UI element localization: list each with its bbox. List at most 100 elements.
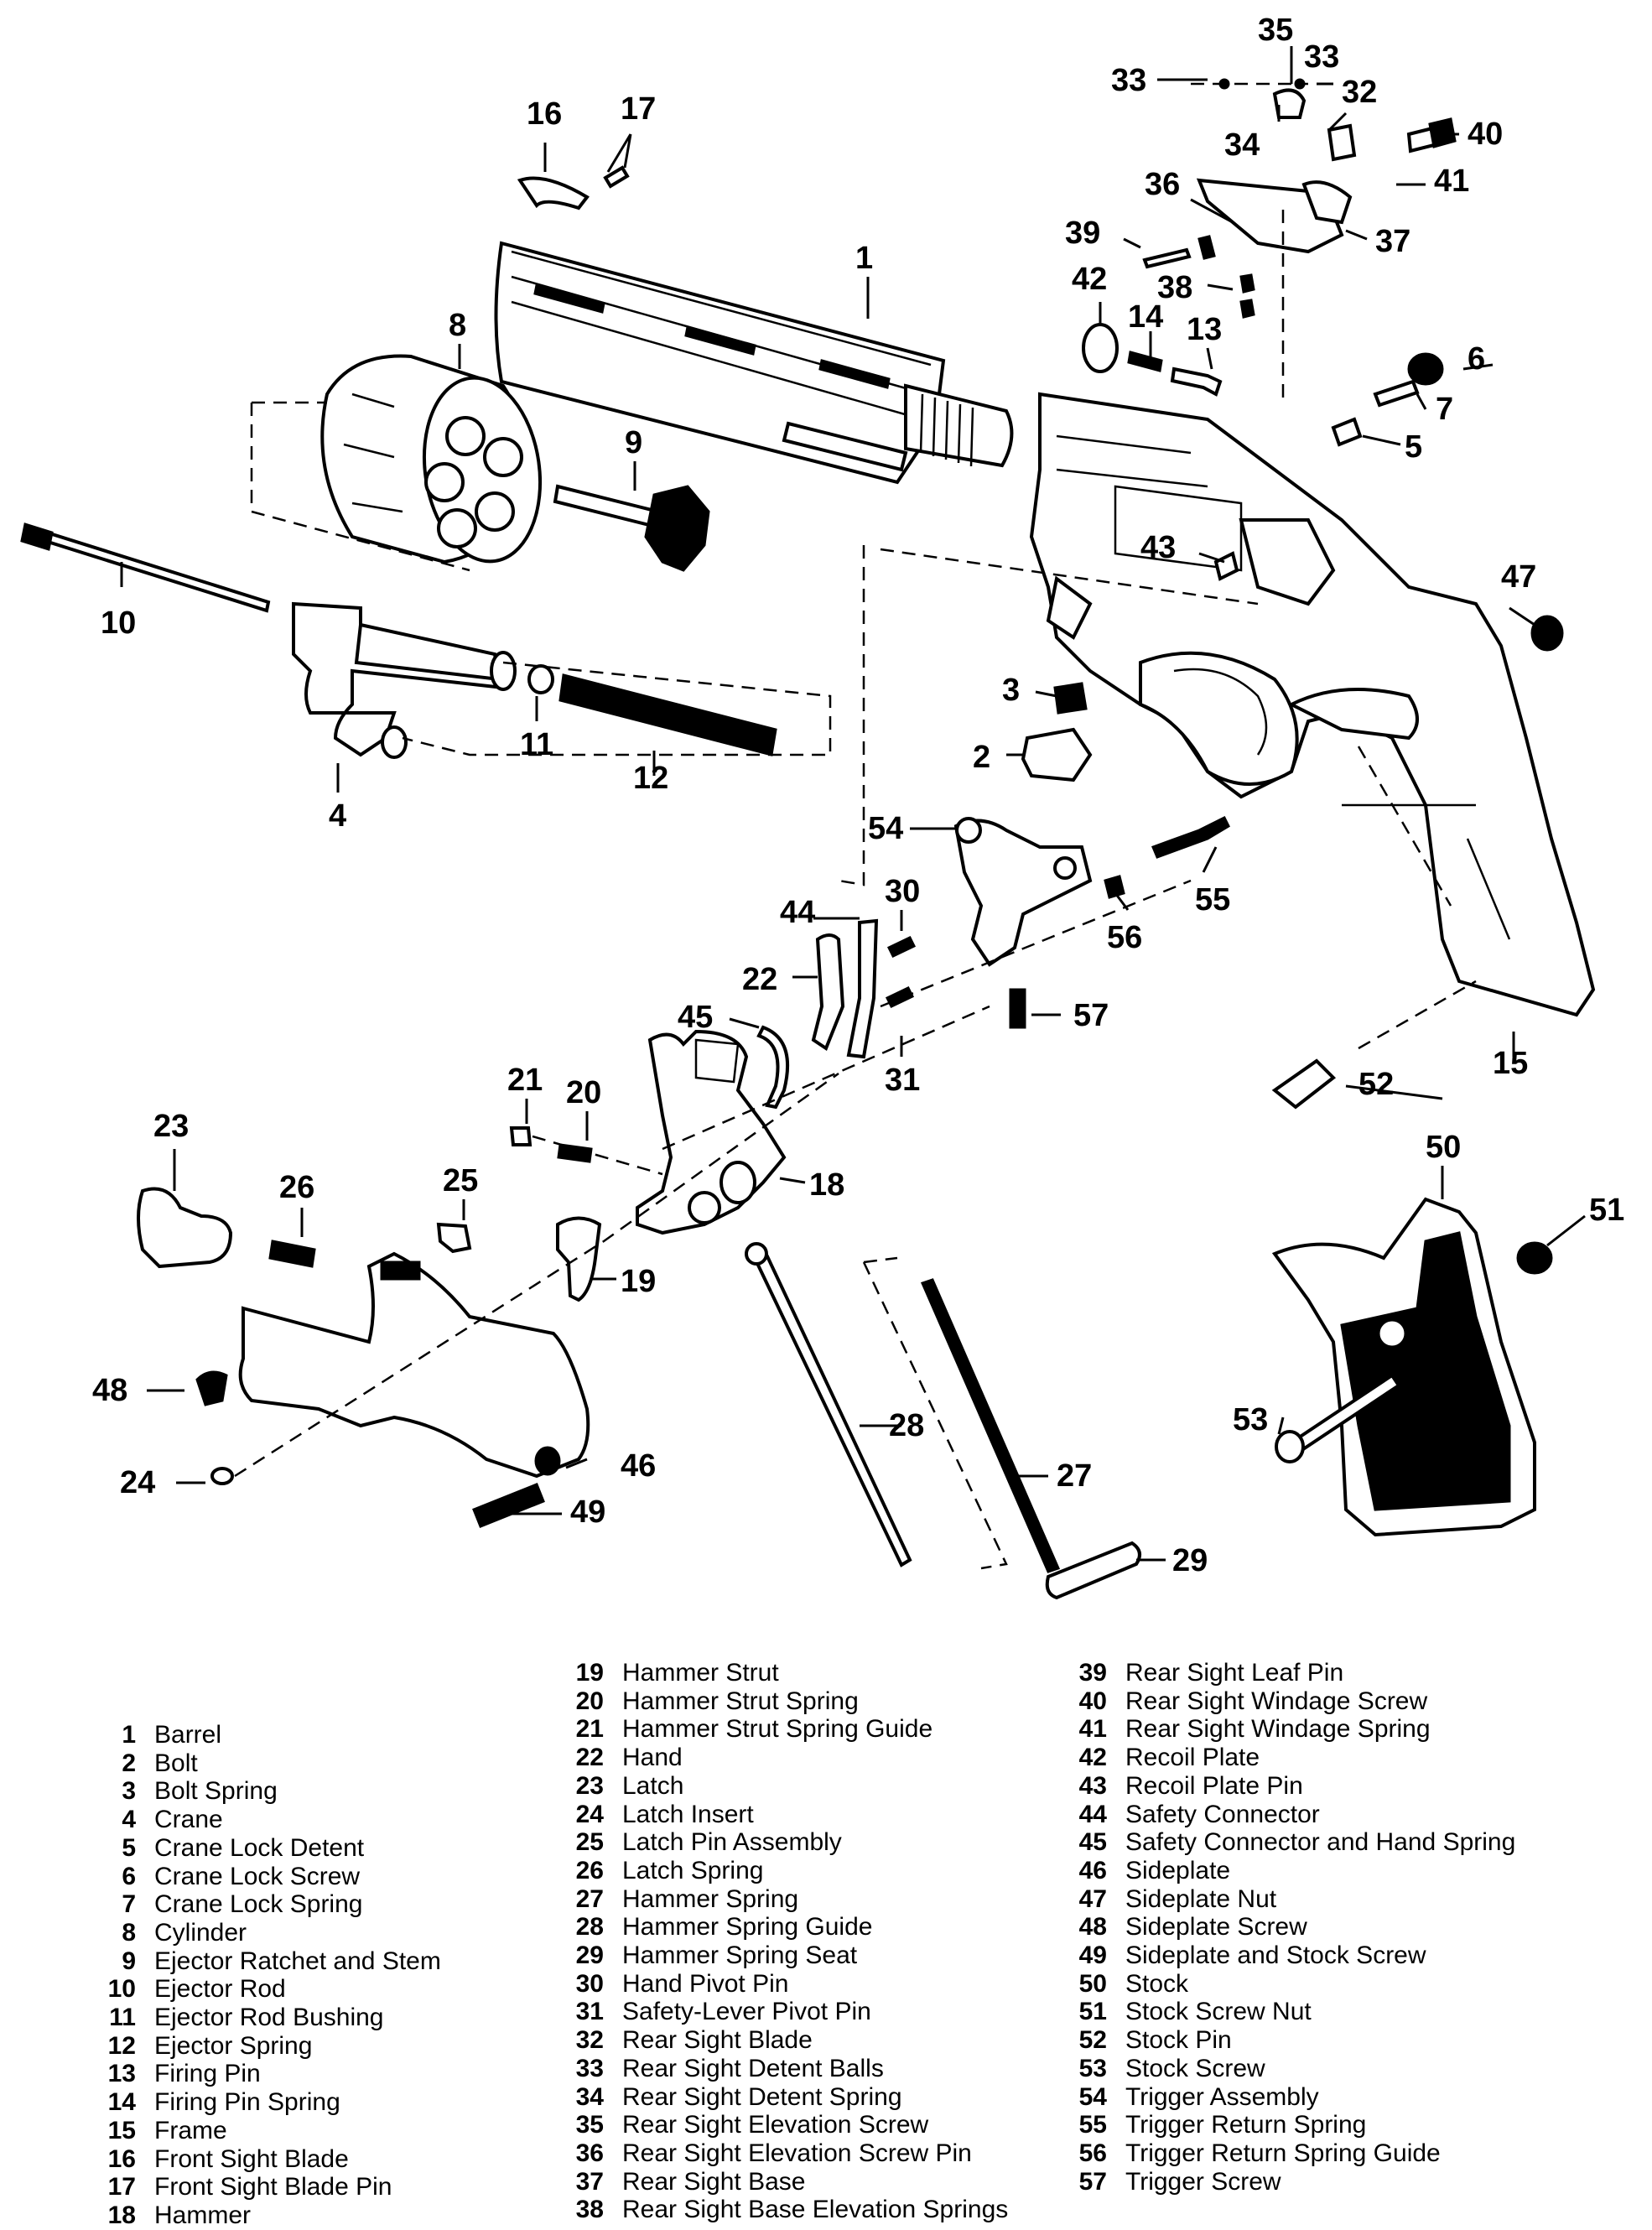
- legend-part-name: Ejector Rod Bushing: [154, 2004, 384, 2032]
- legend-part-number: 29: [575, 1942, 604, 1970]
- legend-part-name: Front Sight Blade Pin: [154, 2173, 392, 2201]
- legend-part-name: Hammer Strut Spring: [622, 1687, 859, 1715]
- callout-30: 30: [885, 874, 920, 909]
- crane-lock-spring: [1373, 379, 1420, 408]
- hammer: [636, 1029, 787, 1235]
- frame-grip-axis: [1357, 746, 1452, 907]
- legend-part-name: Trigger Return Spring: [1125, 2111, 1367, 2139]
- legend-part-number: 16: [107, 2144, 136, 2173]
- legend-item: 8 Cylinder: [92, 1919, 441, 1947]
- legend-part-name: Rear Sight Elevation Screw Pin: [622, 2139, 972, 2167]
- cylinder: [320, 354, 543, 564]
- legend-part-name: Rear Sight Base Elevation Springs: [622, 2196, 1009, 2224]
- firing-pin: [1170, 366, 1223, 397]
- legend-part-number: 4: [122, 1806, 136, 1834]
- legend-part-name: Safety-Lever Pivot Pin: [622, 1998, 871, 2026]
- callout-3: 3: [1002, 673, 1020, 708]
- legend-part-name: Hammer Spring Guide: [622, 1913, 873, 1942]
- callout-4: 4: [329, 798, 346, 834]
- ejector-rod: [20, 522, 271, 613]
- legend-part-name: Bolt Spring: [154, 1777, 278, 1806]
- callout-10: 10: [101, 606, 136, 641]
- legend-part-name: Sideplate: [1125, 1856, 1231, 1884]
- legend-part-name: Rear Sight Windage Screw: [1125, 1687, 1428, 1715]
- pivot-axis-line: [880, 879, 1192, 1008]
- callout-23: 23: [153, 1109, 189, 1144]
- stock: [1271, 1197, 1536, 1537]
- legend-part-name: Rear Sight Windage Spring: [1125, 1715, 1431, 1744]
- crane-assembly-bracket: [402, 661, 832, 756]
- legend-part-number: 5: [122, 1833, 136, 1862]
- sideplate-screw: [195, 1370, 228, 1406]
- legend-part-number: 36: [575, 2139, 604, 2167]
- front-sight-blade-pin: [603, 165, 630, 189]
- legend-part-number: 10: [107, 1975, 136, 2004]
- legend-part-number: 17: [107, 2173, 136, 2201]
- callout-16: 16: [527, 96, 562, 132]
- legend-part-number: 43: [1078, 1771, 1107, 1800]
- hammer-strut-axis: [532, 1135, 663, 1176]
- callout-7: 7: [1436, 392, 1453, 427]
- hammer-spring-seat: [1045, 1541, 1141, 1600]
- legend-part-name: Bolt: [154, 1749, 198, 1777]
- exploded-view-diagram: 1 2 3 4 5 6 7 8 9 10 11 12 13 14 15 16 1…: [20, 13, 1624, 1600]
- callout-54: 54: [868, 811, 903, 846]
- callout-17: 17: [621, 91, 656, 127]
- legend-part-number: 40: [1078, 1687, 1107, 1715]
- bolt: [1021, 727, 1093, 782]
- callout-34: 34: [1224, 127, 1260, 163]
- legend-part-number: 37: [575, 2167, 604, 2196]
- safety-lever-pivot-pin: [885, 986, 915, 1008]
- callout-44: 44: [780, 895, 815, 930]
- legend-part-number: 1: [122, 1721, 136, 1749]
- legend-part-name: Front Sight Blade: [154, 2144, 349, 2173]
- hammer-axis-line: [662, 1005, 990, 1151]
- legend-part-number: 35: [575, 2111, 604, 2139]
- legend-part-number: 24: [575, 1800, 604, 1828]
- sideplate-axis-line: [234, 1072, 839, 1478]
- legend-part-name: Cylinder: [154, 1918, 247, 1947]
- crane-lock-screw: [1407, 352, 1444, 386]
- legend-part-number: 7: [122, 1890, 136, 1919]
- latch-spring: [268, 1240, 316, 1268]
- sideplate: [238, 1251, 590, 1479]
- legend-part-number: 8: [122, 1918, 136, 1947]
- legend-item: 41 Rear Sight Windage Spring: [1063, 1715, 1515, 1744]
- hand: [811, 933, 845, 1052]
- frame-trigger-axis: [880, 548, 1259, 606]
- callout-35: 35: [1258, 13, 1293, 48]
- callout-52: 52: [1358, 1067, 1394, 1102]
- legend-part-name: Crane: [154, 1806, 223, 1834]
- callout-25: 25: [443, 1163, 478, 1198]
- safety-connector-and-hand-spring: [756, 1025, 790, 1110]
- callout-45: 45: [678, 1000, 713, 1035]
- legend-part-number: 47: [1078, 1884, 1107, 1913]
- callout-18: 18: [809, 1167, 844, 1203]
- legend-part-name: Sideplate and Stock Screw: [1125, 1942, 1426, 1970]
- sideplate-and-stock-screw: [472, 1483, 545, 1528]
- callout-37: 37: [1375, 224, 1410, 259]
- legend-part-number: 42: [1078, 1744, 1107, 1772]
- callout-14: 14: [1128, 299, 1163, 335]
- legend-part-number: 41: [1078, 1715, 1107, 1744]
- legend-part-name: Frame: [154, 2116, 227, 2144]
- legend-part-number: 22: [575, 1744, 604, 1772]
- callout-13: 13: [1187, 312, 1222, 347]
- legend-part-number: 18: [107, 2201, 136, 2229]
